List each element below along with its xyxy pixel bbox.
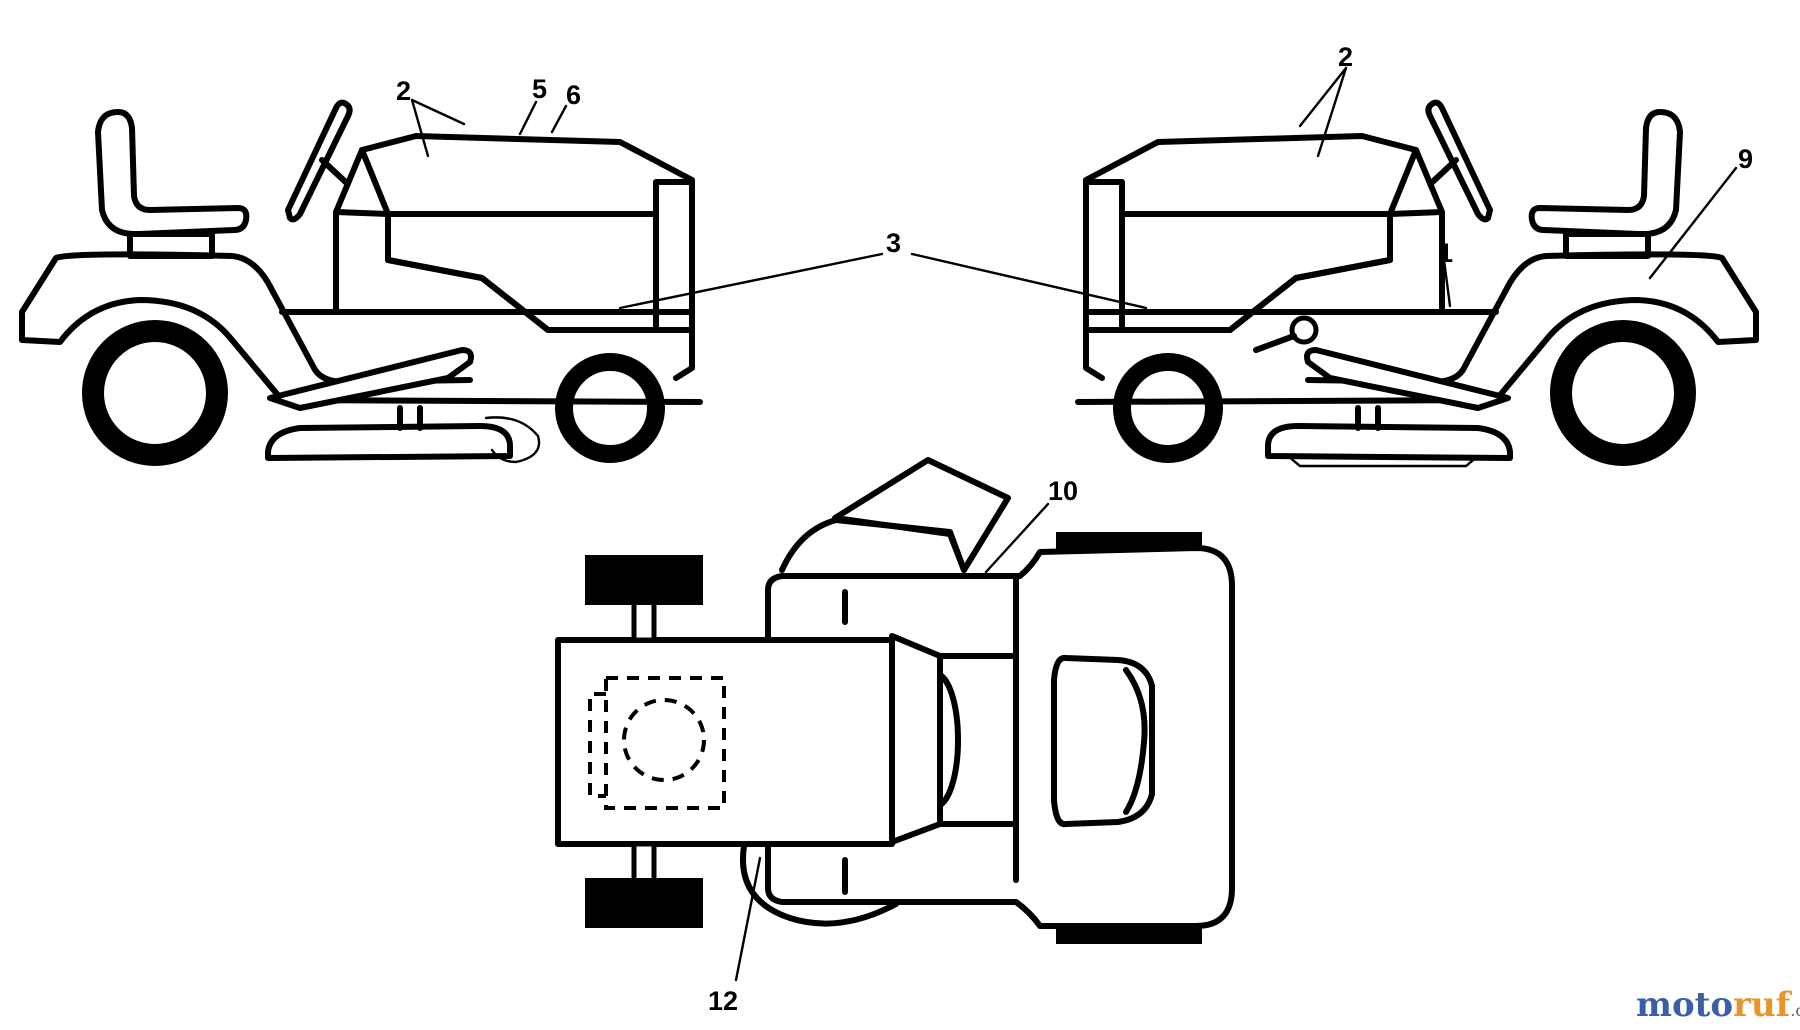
leader-1 (1442, 258, 1452, 308)
seat-top (1051, 654, 1155, 828)
deck-hanger-right (1355, 405, 1381, 431)
callout-6: 6 (566, 80, 581, 110)
tractor-right-side-view (1075, 99, 1759, 468)
rear-fender-right (1305, 251, 1759, 385)
watermark-brand-part2: ruf (1733, 985, 1793, 1025)
leader-lines (410, 66, 1738, 982)
svg-text:motoruf.de: motoruf.de (1636, 985, 1800, 1025)
leader-2-right-b (1298, 66, 1348, 128)
callout-12: 12 (708, 986, 738, 1016)
engine-outline-top (604, 676, 726, 810)
hood-taper-top (889, 633, 943, 845)
foot-pedal-left (267, 347, 474, 411)
seat-back-top (1123, 667, 1148, 815)
front-tire-top-lower (585, 878, 703, 928)
leader-2-right-a (1316, 66, 1348, 158)
deck-chute-left (484, 416, 541, 464)
callout-10: 10 (1048, 476, 1078, 506)
engine-side-outline-top (588, 692, 606, 798)
callout-5: 5 (532, 74, 547, 104)
steering-wheel-right (1425, 99, 1493, 223)
watermark-brand-suffix: .de (1790, 1001, 1800, 1020)
deck-skirt-right (1286, 454, 1480, 468)
callout-9: 9 (1738, 144, 1753, 174)
hood-top (555, 637, 895, 847)
motoruf-watermark: motoruf.de (1636, 985, 1800, 1025)
leader-6 (550, 104, 568, 134)
deck-outline-top (779, 517, 967, 573)
leader-3-right (910, 252, 1148, 310)
hood-edge-left (359, 147, 391, 217)
rear-wheel-left (82, 320, 228, 466)
leader-9 (1648, 166, 1738, 280)
grille-left (653, 179, 695, 333)
rear-fender-left (19, 251, 473, 385)
tractor-left-side-view (19, 99, 703, 466)
front-wheel-right (1113, 353, 1223, 463)
hood-edge-right (1387, 147, 1419, 217)
watermark-brand-part1: moto (1636, 985, 1733, 1025)
mower-deck-right (1265, 423, 1513, 461)
rear-tire-top-lower (1056, 926, 1202, 944)
fender-lower-left (19, 297, 703, 405)
leader-3-left (618, 252, 884, 310)
seat-right (1528, 109, 1683, 238)
frame-left (279, 309, 695, 381)
front-axle-top-upper (631, 597, 657, 643)
engine-circle-top (622, 698, 706, 782)
leader-2-left-b (410, 98, 466, 126)
grille-right (1083, 179, 1125, 333)
callout-1: 1 (1438, 238, 1453, 268)
rear-tire-top-upper (1056, 532, 1202, 550)
callout-3: 3 (886, 228, 901, 258)
fender-lower-right (1075, 297, 1759, 405)
lift-lever (1253, 333, 1297, 353)
deck-hanger-left (397, 405, 423, 431)
mower-deck-left (265, 423, 513, 461)
rear-wheel-right (1550, 320, 1696, 466)
leader-12 (734, 856, 762, 982)
leader-5 (518, 100, 538, 136)
leader-2-left-a (410, 98, 430, 158)
discharge-chute-top (832, 457, 1011, 573)
foot-pedal-right (1304, 347, 1511, 411)
callout-2-right: 2 (1338, 42, 1353, 72)
deck-lower-top (740, 843, 899, 927)
front-tire-top-upper (585, 555, 703, 605)
tractor-top-view (555, 457, 1235, 944)
frame-right (1083, 309, 1499, 381)
seat-left (95, 109, 250, 238)
front-wheel-left (555, 353, 665, 463)
steering-wheel-left (285, 99, 353, 223)
callout-2-left: 2 (396, 76, 411, 106)
lift-lever-knob (1289, 315, 1319, 345)
leader-10 (984, 502, 1050, 574)
